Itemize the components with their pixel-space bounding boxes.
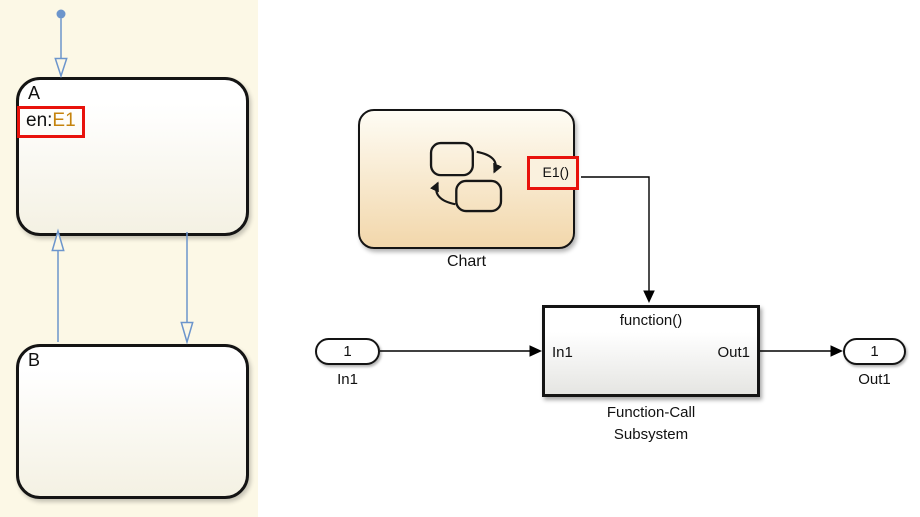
entry-action-highlight[interactable]: en:E1 — [17, 106, 85, 138]
entry-action-prefix: en: — [26, 110, 53, 131]
chart-states-icon — [429, 141, 503, 213]
state-b[interactable]: B — [16, 344, 249, 499]
event-signal-e1-arrowhead — [643, 290, 655, 303]
chart-output-event-port-e1[interactable]: E1() — [526, 156, 579, 190]
in1-signal-arrowhead — [529, 345, 542, 357]
subsystem-inport-label: In1 — [552, 344, 573, 361]
subsystem-outport-label: Out1 — [717, 344, 750, 361]
stateflow-canvas: A en:E1 B — [0, 0, 258, 517]
state-a[interactable]: A en:E1 — [16, 77, 249, 236]
subsystem-block-name[interactable]: Function-Call Subsystem — [606, 404, 696, 443]
inport-block-name[interactable]: In1 — [337, 371, 358, 388]
inport-number: 1 — [343, 343, 352, 360]
chart-block[interactable]: E1() — [358, 109, 579, 249]
outport-block-name[interactable]: Out1 — [858, 371, 891, 388]
inport-block[interactable]: 1 — [315, 338, 380, 365]
outport-block[interactable]: 1 — [843, 338, 906, 365]
function-call-subsystem-block[interactable]: function() In1 Out1 — [542, 305, 760, 397]
chart-block-name[interactable]: Chart — [446, 253, 487, 270]
subsystem-trigger-port-label: function() — [619, 312, 683, 329]
event-signal-e1-line[interactable] — [581, 176, 650, 292]
state-b-name: B — [28, 350, 41, 370]
outport-number: 1 — [870, 343, 879, 360]
state-a-name: A — [28, 83, 41, 103]
entry-action-event: E1 — [52, 110, 76, 131]
out1-signal-arrowhead — [830, 345, 843, 357]
